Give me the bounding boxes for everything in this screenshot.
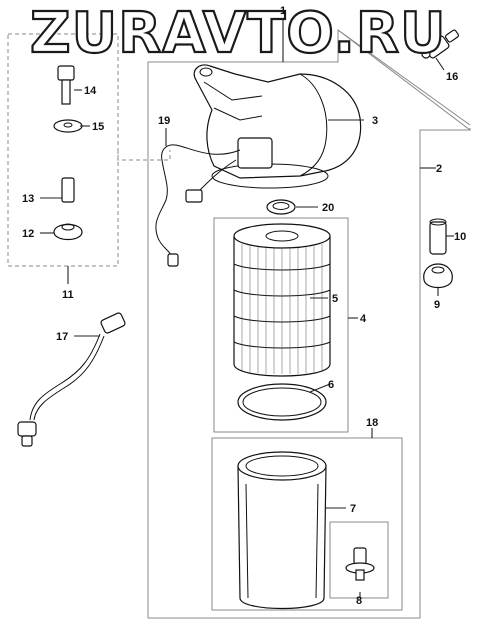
callout-11: 11 [62, 289, 74, 301]
callout-8: 8 [356, 595, 362, 607]
callout-19: 19 [158, 115, 170, 127]
callout-14: 14 [84, 85, 97, 97]
leader-lines [40, 16, 454, 598]
callout-6: 6 [328, 379, 334, 391]
sensor-cable-part [17, 312, 126, 447]
drain-plug-part [345, 547, 375, 581]
filter-cartridge-part [233, 223, 331, 377]
callout-5: 5 [332, 293, 338, 305]
callout-16: 16 [446, 71, 458, 83]
o-ring-large-part [237, 383, 327, 421]
o-ring-small-part [266, 199, 296, 215]
callout-1: 1 [280, 5, 286, 17]
callout-13: 13 [22, 193, 34, 205]
filter-bowl-part [237, 451, 327, 610]
watermark-text: ZURAVTO.RU [30, 1, 447, 66]
callout-9: 9 [434, 299, 440, 311]
grommet-part [423, 263, 453, 289]
callout-3: 3 [372, 115, 378, 127]
group-frames [7, 28, 471, 619]
callout-12: 12 [22, 228, 34, 240]
callout-4: 4 [360, 313, 367, 325]
washer-part [53, 119, 83, 133]
callout-2: 2 [436, 163, 442, 175]
callout-7: 7 [350, 503, 356, 515]
callout-20: 20 [322, 202, 334, 214]
wiring-harness-part [155, 144, 241, 267]
bolt-part [57, 65, 75, 105]
callout-15: 15 [92, 121, 104, 133]
sensor-part [421, 29, 460, 59]
callout-labels: 1 2 3 4 5 6 7 8 9 10 11 12 13 14 15 16 1… [22, 5, 466, 607]
spacer-part [61, 177, 75, 203]
callout-18: 18 [366, 417, 378, 429]
bushing-part [53, 223, 83, 241]
callout-10: 10 [454, 231, 466, 243]
filter-head-part [193, 64, 362, 189]
callout-17: 17 [56, 331, 68, 343]
sleeve-part [429, 218, 447, 255]
